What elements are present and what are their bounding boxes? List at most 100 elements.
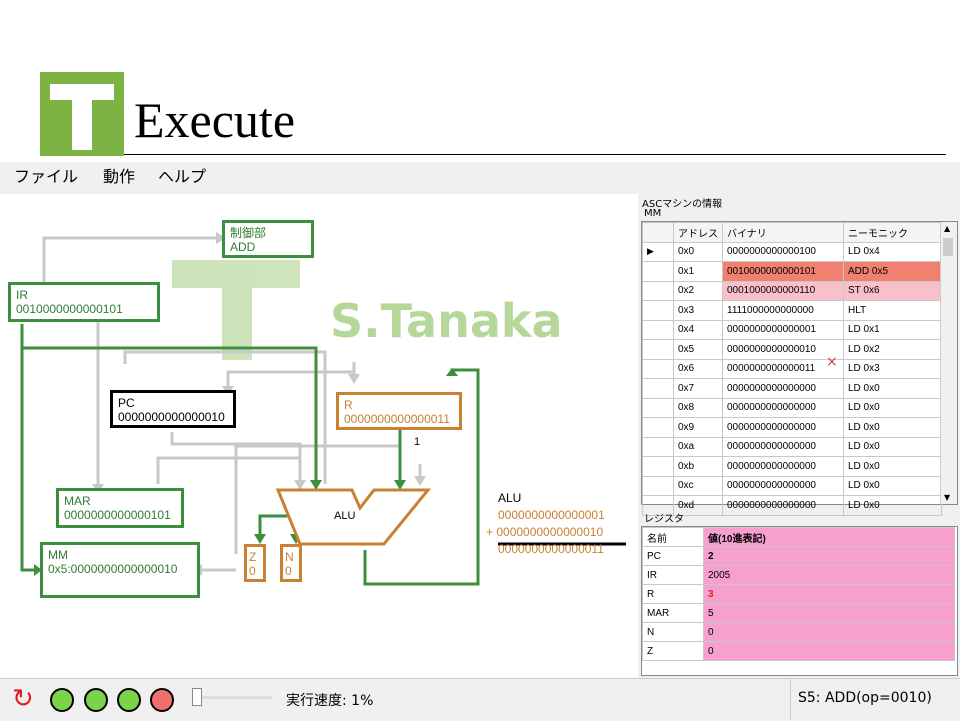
register-value: 3 xyxy=(703,584,955,604)
n-flag-box: N 0 xyxy=(280,544,302,582)
memory-cell-mn: ADD 0x5 xyxy=(843,261,942,282)
register-name: N xyxy=(642,622,704,642)
alu-calc-operand2: + 0000000000000010 xyxy=(486,525,604,539)
memory-cell-mark xyxy=(642,456,674,477)
pc-label: PC xyxy=(118,396,135,410)
n-flag-value: 0 xyxy=(285,564,292,578)
watermark-text: S.Tanaka xyxy=(330,294,563,348)
memory-table-scrollbar[interactable]: ▲ ▼ xyxy=(940,222,957,504)
memory-cell-bin: 0000000000000000 xyxy=(722,397,844,418)
fast-forward-button[interactable] xyxy=(50,688,74,712)
scrollbar-thumb[interactable] xyxy=(943,238,953,256)
scroll-down-icon[interactable]: ▼ xyxy=(944,493,951,502)
alu-calc-operand1: 0000000000000001 xyxy=(498,508,605,522)
info-panel-title: ASCマシンの情報 xyxy=(642,199,723,210)
memory-cell-bin: 0000000000000001 xyxy=(722,319,844,340)
memory-cell-bin: 0000000000000000 xyxy=(722,475,844,496)
mm-section-label: MM xyxy=(644,208,662,219)
mem-header-marker xyxy=(642,222,674,243)
alu-calc-result: 0000000000000011 xyxy=(498,542,604,556)
step-button[interactable] xyxy=(84,688,108,712)
status-text: S5: ADD(op=0010) xyxy=(798,690,932,706)
memory-cell-mn: LD 0x0 xyxy=(843,495,942,516)
register-value: 5 xyxy=(703,603,955,623)
memory-cell-mn: LD 0x4 xyxy=(843,241,942,262)
scroll-up-icon[interactable]: ▲ xyxy=(944,224,951,233)
memory-cell-addr: 0x0 xyxy=(673,241,723,262)
machine-diagram: S.Tanaka xyxy=(0,194,636,678)
constant-one-label: 1 xyxy=(414,436,421,448)
memory-cell-mark xyxy=(642,261,674,282)
memory-cell-bin: 0000000000000000 xyxy=(722,378,844,399)
memory-cell-mn: LD 0x2 xyxy=(843,339,942,360)
status-divider xyxy=(790,678,791,720)
menu-help[interactable]: ヘルプ xyxy=(158,167,207,186)
r-box: R 0000000000000011 xyxy=(336,392,462,430)
logo-t xyxy=(40,72,124,156)
speed-slider[interactable] xyxy=(192,688,272,710)
mar-box: MAR 0000000000000101 xyxy=(56,488,184,528)
memory-cell-mark xyxy=(642,300,674,321)
memory-cell-mn: LD 0x3 xyxy=(843,358,942,379)
pc-value: 0000000000000010 xyxy=(118,410,225,424)
memory-cell-bin: 0001000000000110 xyxy=(722,280,844,301)
register-name: R xyxy=(642,584,704,604)
reset-icon[interactable]: ↻ xyxy=(12,684,34,714)
menu-file[interactable]: ファイル xyxy=(14,167,79,186)
memory-cell-mark: ▶ xyxy=(642,241,674,262)
memory-cell-bin: 0000000000000000 xyxy=(722,417,844,438)
memory-cell-mn: LD 0x0 xyxy=(843,397,942,418)
memory-cell-addr: 0x2 xyxy=(673,280,723,301)
register-name: Z xyxy=(642,641,704,661)
stop-button[interactable] xyxy=(150,688,174,712)
play-button[interactable] xyxy=(117,688,141,712)
memory-cell-mark xyxy=(642,397,674,418)
memory-cell-bin: 1111000000000000 xyxy=(722,300,844,321)
memory-cell-addr: 0x9 xyxy=(673,417,723,438)
register-value: 2 xyxy=(703,546,955,566)
speed-label: 実行速度: 1% xyxy=(286,693,374,709)
memory-cell-addr: 0xa xyxy=(673,436,723,457)
memory-cell-addr: 0x5 xyxy=(673,339,723,360)
memory-cell-mark xyxy=(642,280,674,301)
memory-cell-bin: 0000000000000000 xyxy=(722,495,844,516)
memory-cell-mn: LD 0x1 xyxy=(843,319,942,340)
memory-cell-addr: 0x7 xyxy=(673,378,723,399)
memory-cell-mark xyxy=(642,319,674,340)
reg-header-name: 名前 xyxy=(642,527,704,547)
menu-action[interactable]: 動作 xyxy=(103,167,136,186)
r-label: R xyxy=(344,398,353,412)
memory-cell-mark xyxy=(642,475,674,496)
memory-cell-addr: 0xb xyxy=(673,456,723,477)
control-unit-value: ADD xyxy=(230,240,256,254)
memory-cell-addr: 0x4 xyxy=(673,319,723,340)
title-underline xyxy=(124,154,946,155)
memory-cell-mark xyxy=(642,436,674,457)
register-value: 0 xyxy=(703,622,955,642)
memory-cell-bin: 0000000000000100 xyxy=(722,241,844,262)
mar-value: 0000000000000101 xyxy=(64,508,171,522)
r-value: 0000000000000011 xyxy=(344,412,450,426)
memory-cell-mn: HLT xyxy=(843,300,942,321)
alu-calc-title: ALU xyxy=(498,491,522,505)
z-flag-box: Z 0 xyxy=(244,544,266,582)
